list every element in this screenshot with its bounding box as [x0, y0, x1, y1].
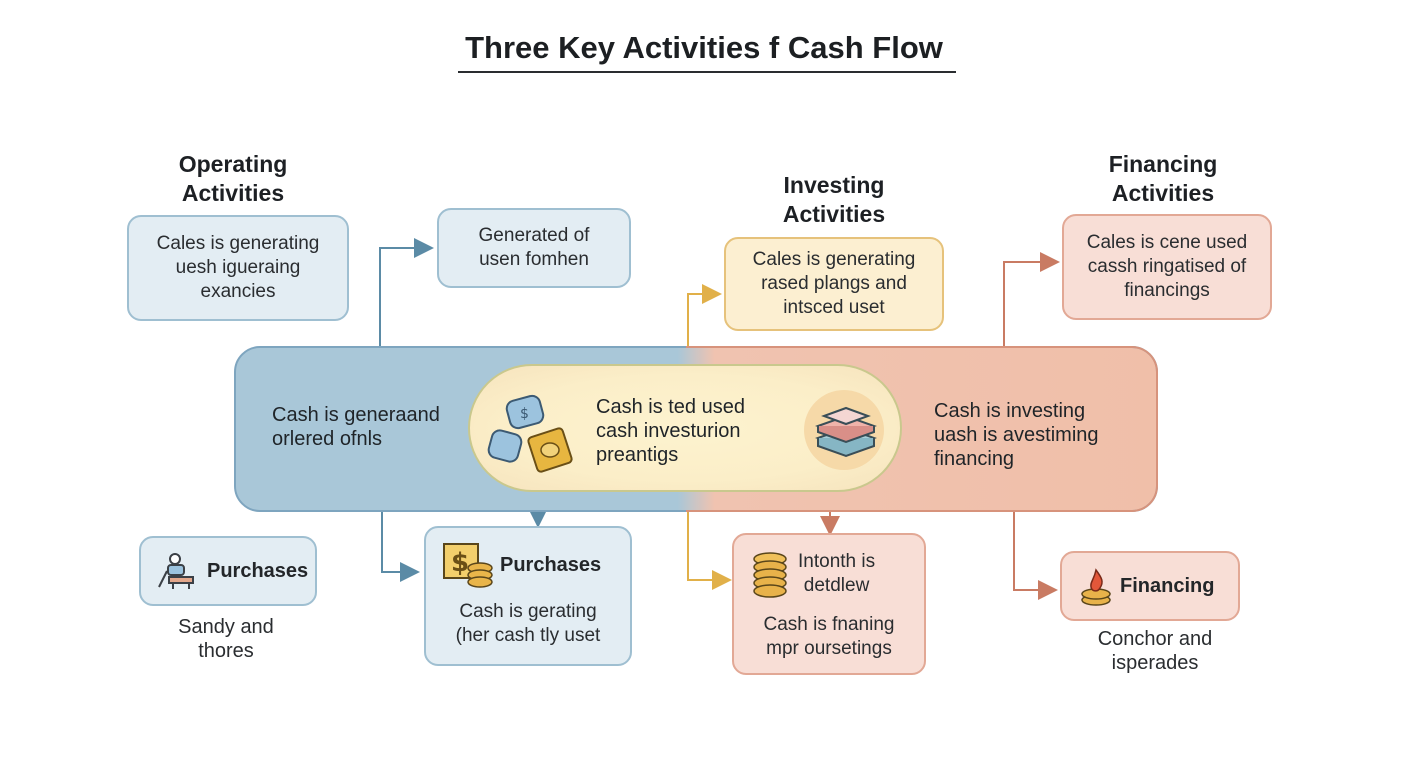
investing-desc-line: rased plangs and — [761, 273, 907, 294]
purchases-small-caption: Sandy and thores — [126, 615, 326, 663]
financing-small-caption: Conchor and isperades — [1055, 627, 1255, 675]
financing-desc-line: Cales is cene used — [1086, 232, 1248, 253]
heading-operating: Operating Activities — [133, 150, 333, 208]
intonth-text-line: mpr oursetings — [766, 638, 892, 659]
generated-line: usen fomhen — [479, 249, 589, 270]
financing-small-label: Financing — [1120, 575, 1215, 597]
band-center-line: preantigs — [596, 444, 679, 466]
band-left-line: orlered ofnls — [272, 428, 383, 450]
heading-operating-line2: Activities — [181, 180, 285, 206]
band-left-line: Cash is generaand — [272, 404, 440, 426]
purchases-text-line: Cash is gerating — [459, 601, 597, 622]
heading-financing-line1: Financing — [1108, 151, 1218, 177]
arrow-to-purchases — [381, 512, 420, 582]
purchases-small-box: Purchases — [139, 536, 317, 606]
arrow-to-generated — [379, 238, 434, 346]
intonth-text-line: Cash is fnaning — [763, 614, 895, 635]
generated-box: Generated of usen fomhen — [437, 208, 631, 288]
arrow-to-financing-bottom — [1013, 512, 1058, 600]
band-investing-text: Cash is ted used cash investurion preant… — [596, 395, 786, 467]
title-underline — [458, 71, 956, 73]
investing-desc-line: intsced uset — [783, 297, 885, 318]
band-financing-text: Cash is investing uash is avestiming fin… — [934, 399, 1134, 471]
band-right-line: Cash is investing — [934, 400, 1086, 422]
person-at-desk-icon — [158, 553, 194, 589]
investing-description-box: Cales is generating rased plangs and int… — [724, 237, 944, 331]
intonth-label-line: detdlew — [803, 575, 870, 596]
financing-desc-line: cassh ringatised of — [1087, 256, 1247, 277]
operating-desc-line: uesh igueraing — [175, 257, 301, 278]
coin-stack-icon — [753, 552, 787, 598]
heading-operating-line1: Operating — [178, 151, 288, 177]
arrow-to-investing — [687, 284, 722, 346]
band-center-line: Cash is ted used — [596, 396, 745, 418]
purchases-box: $ Purchases Cash is gerating (her cash t… — [424, 526, 632, 666]
investing-desc-line: Cales is generating — [752, 249, 916, 270]
financing-description-box: Cales is cene used cassh ringatised of f… — [1062, 214, 1272, 320]
heading-investing: Investing Activities — [734, 171, 934, 229]
purchases-small-caption-line: Sandy and — [178, 616, 274, 638]
intonth-label: Intonth is detdlew — [798, 550, 875, 598]
svg-text:$: $ — [451, 548, 469, 578]
band-right-line: financing — [934, 448, 1015, 470]
arrow-to-financing — [1003, 252, 1060, 346]
money-stack-icon: $ — [487, 394, 573, 473]
operating-desc-line: Cales is generating — [156, 233, 320, 254]
band-center-line: cash investurion — [596, 420, 741, 442]
band-operating-text: Cash is generaand orlered ofnls — [272, 403, 472, 451]
purchases-small-caption-line: thores — [198, 640, 254, 662]
svg-text:$: $ — [520, 406, 529, 422]
purchases-small-label: Purchases — [207, 560, 309, 582]
financing-caption-line: Conchor and — [1097, 628, 1213, 650]
ledger-stack-icon — [815, 406, 877, 458]
heading-investing-line1: Investing — [783, 172, 885, 198]
purchases-label: Purchases — [500, 554, 602, 576]
financing-caption-line: isperades — [1111, 652, 1199, 674]
operating-desc-line: exancies — [200, 281, 276, 302]
intonth-label-line: Intonth is — [798, 551, 876, 572]
heading-financing-line2: Activities — [1111, 180, 1215, 206]
arrow-to-intonth — [687, 512, 732, 590]
band-right-line: uash is avestiming — [934, 424, 1099, 446]
dollar-sign-icon: $ — [443, 543, 493, 588]
heading-financing: Financing Activities — [1063, 150, 1263, 208]
cash-flow-band-financing-edge — [686, 346, 1158, 512]
financing-small-box: Financing — [1060, 551, 1240, 621]
fire-coins-icon — [1081, 568, 1111, 606]
heading-investing-line2: Activities — [782, 201, 886, 227]
operating-description-box: Cales is generating uesh igueraing exanc… — [127, 215, 349, 321]
financing-desc-line: financings — [1124, 280, 1210, 301]
generated-line: Generated of — [478, 225, 590, 246]
purchases-text-line: (her cash tly uset — [455, 625, 601, 646]
intonth-box: Intonth is detdlew Cash is fnaning mpr o… — [732, 533, 926, 675]
page-title: Three Key Activities f Cash Flow — [465, 30, 943, 65]
